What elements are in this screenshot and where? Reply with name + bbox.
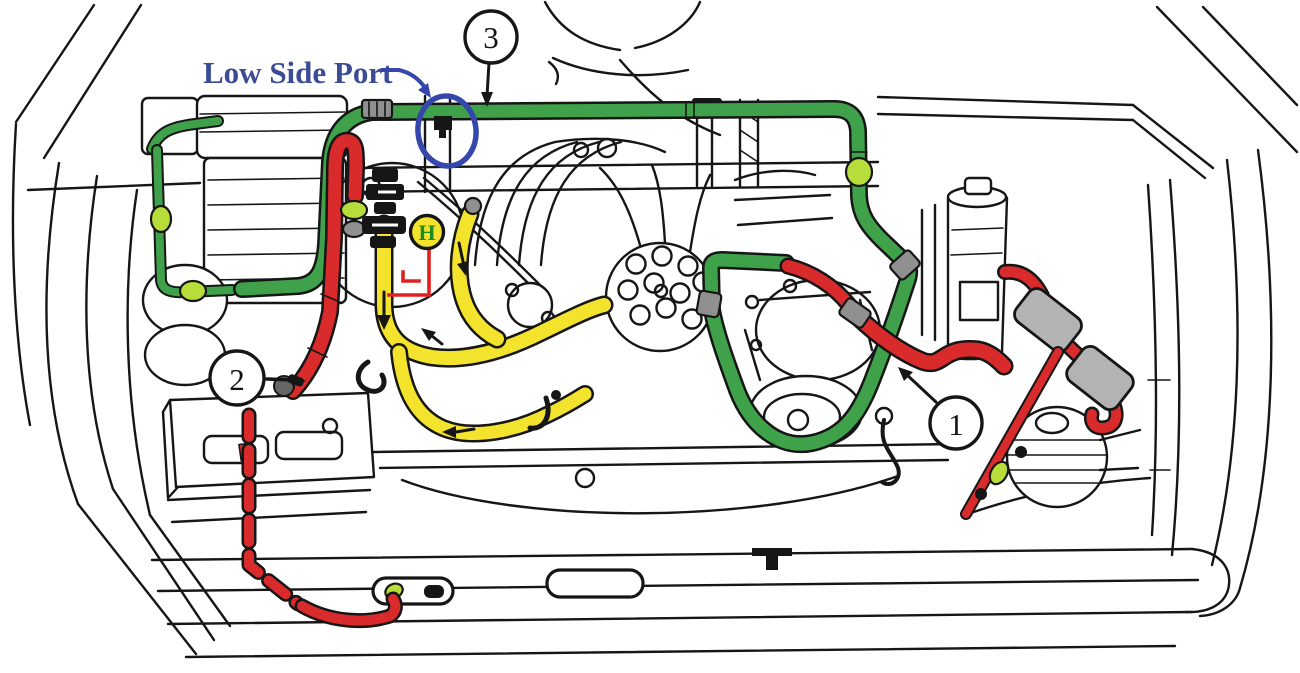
red-dashed-hidden-hose [241, 407, 403, 629]
callout-3-circle [463, 9, 519, 65]
h-marker-circle [408, 213, 446, 251]
callout-1: 1 [898, 367, 984, 451]
yellow-heater-hoses [374, 196, 614, 443]
body-frame [11, 3, 1299, 659]
callout-2-circle [208, 349, 266, 407]
low-side-port-circle [415, 93, 479, 169]
low-side-port-annotation: Low Side Port [203, 55, 479, 169]
callout-1-circle [928, 395, 984, 451]
h-marker: H [387, 213, 446, 297]
callout-2: 2 [208, 349, 306, 407]
flow-arrows [377, 241, 476, 438]
vacuum-unit [1005, 405, 1142, 509]
callout-3-number: 3 [483, 20, 499, 55]
callout-2-number: 2 [229, 362, 245, 397]
callout-3: 3 [463, 9, 519, 107]
heater-valve-stack [362, 168, 406, 248]
low-side-port-label: Low Side Port [203, 55, 393, 90]
callout-1-number: 1 [948, 407, 964, 442]
coil-reservoir [920, 176, 1009, 361]
green-thin-pipe [146, 115, 238, 303]
green-suction-hose [233, 100, 919, 454]
hose-fittings [360, 98, 921, 329]
hood-underside-detail [543, 0, 722, 159]
lower-crossmember [370, 442, 957, 606]
red-discharge-hose-right [779, 257, 1135, 520]
engine-block-detail [416, 137, 834, 353]
red-liquid-hose-left [273, 131, 369, 400]
h-marker-letter: H [418, 220, 435, 245]
